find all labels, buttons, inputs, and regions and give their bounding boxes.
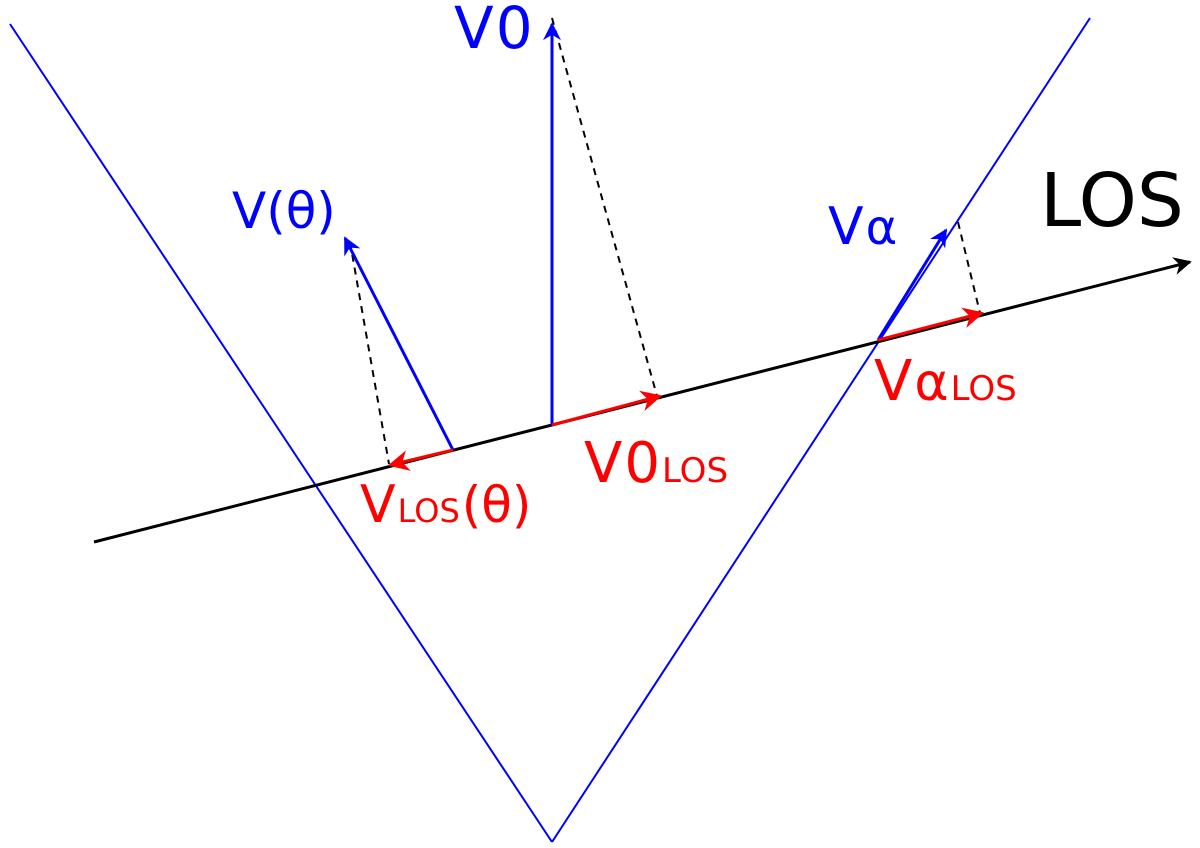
v0-label-main: V <box>454 0 494 62</box>
valpha-los-vector <box>877 307 985 342</box>
valpha-los-label: VαLOS <box>874 349 1017 414</box>
v0-los-label: V0LOS <box>584 431 728 496</box>
projection-line-vtheta <box>349 241 390 465</box>
vtheta-label: V(θ) <box>232 182 336 240</box>
v0-label: V0 <box>454 0 533 62</box>
vlos-theta-label-sub: LOS <box>398 492 460 530</box>
projection-line-valpha <box>957 221 981 314</box>
valpha-los-label-main: V <box>874 349 912 414</box>
valpha-los-label-subsub: LOS <box>951 369 1017 409</box>
valpha-label-sub: α <box>866 200 898 256</box>
vtheta-vector <box>343 236 455 451</box>
los-label: LOS <box>1040 158 1184 244</box>
cone-edge-right <box>551 17 1091 843</box>
v0-label-sub: 0 <box>496 0 533 62</box>
v0-los-label-main: V <box>584 431 622 496</box>
v0-los-vector <box>551 390 663 427</box>
v0-los-label-sub: 0 <box>624 431 660 496</box>
vlos-theta-label: VLOS(θ) <box>360 475 531 535</box>
projection-line-v0 <box>551 17 658 397</box>
valpha-label-main: V <box>828 197 864 257</box>
valpha-vector <box>876 228 948 341</box>
cone-edge-left <box>9 23 553 843</box>
vlos-theta-label-tail: (θ) <box>462 476 532 534</box>
valpha-label: Vα <box>828 197 897 257</box>
vlos-theta-label-main: V <box>360 475 396 535</box>
valpha-los-label-sub: α <box>914 353 948 413</box>
v0-los-label-subsub: LOS <box>662 451 728 491</box>
vlos-theta-vector <box>387 448 454 471</box>
